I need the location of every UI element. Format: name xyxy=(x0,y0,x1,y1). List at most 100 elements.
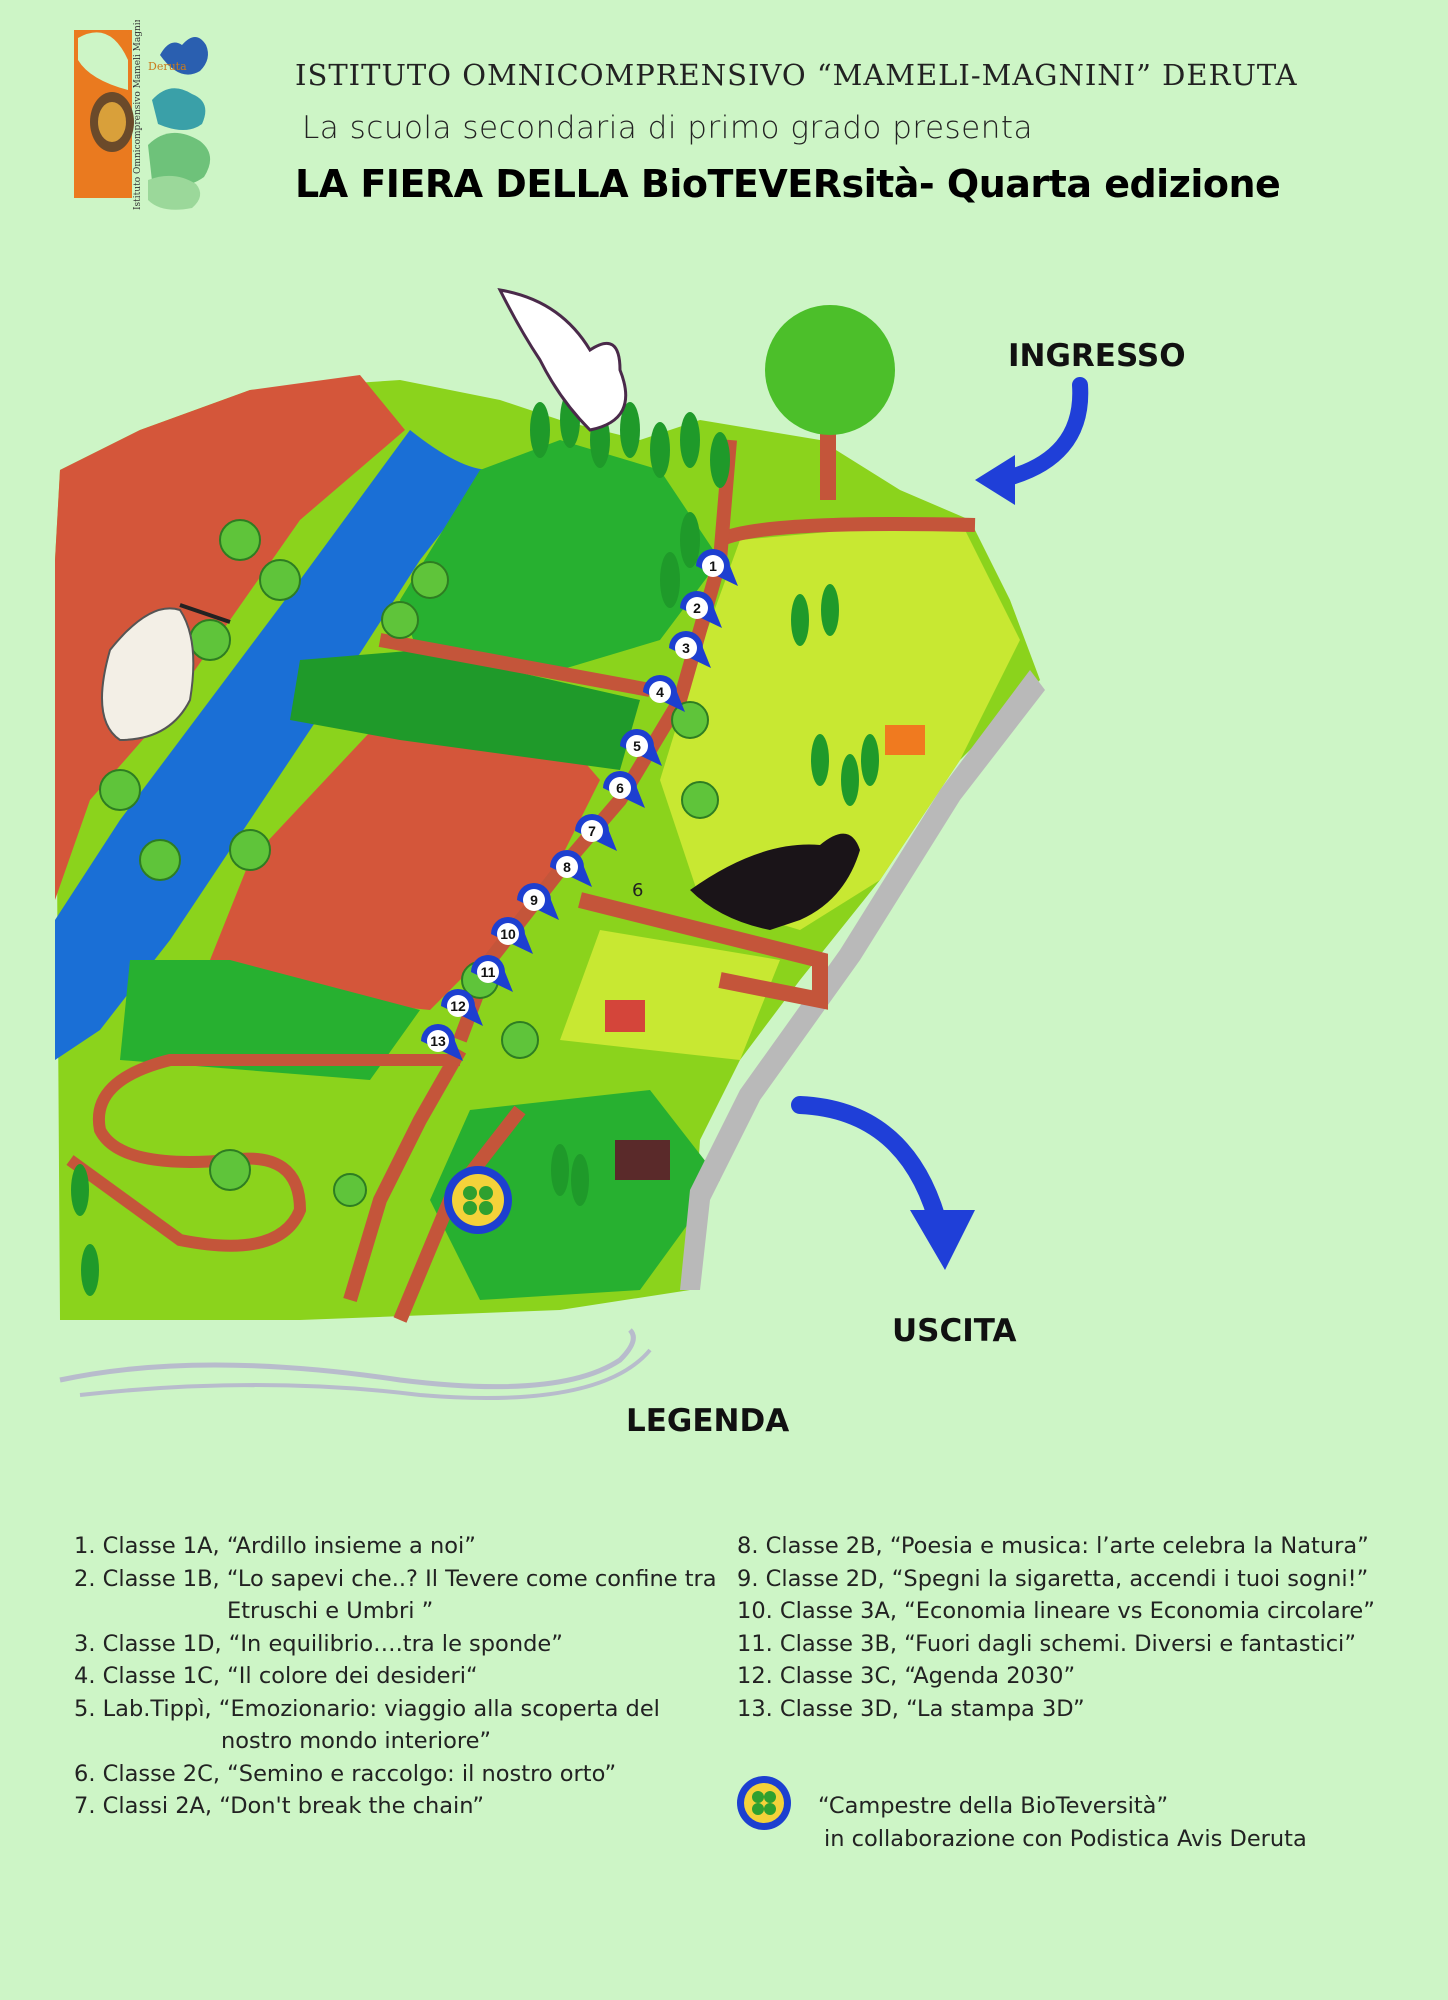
pin-number: 9 xyxy=(530,892,538,908)
school-logo: Istituto Omnicomprensivo Mameli Magnini … xyxy=(74,20,211,210)
stork xyxy=(101,607,195,742)
campestre-map-badge xyxy=(444,1166,512,1234)
pin-inner xyxy=(556,856,578,878)
pin-inner xyxy=(581,820,603,842)
logo-cutout xyxy=(78,32,128,90)
pin-number: 2 xyxy=(693,600,701,616)
campestre-title: “Campestre della BioTeversità” xyxy=(818,1793,1169,1819)
legend-item-continuation: Etruschi e Umbri ” xyxy=(227,1598,434,1624)
pin-number: 5 xyxy=(633,738,641,754)
pine-forest xyxy=(71,392,879,1296)
swoosh-1 xyxy=(59,1328,636,1390)
legend-item: 10. Classe 3A, “Economia lineare vs Econ… xyxy=(737,1598,1375,1624)
entrance-label: INGRESSO xyxy=(1008,338,1186,374)
pin-inner xyxy=(447,995,469,1017)
house-orange xyxy=(885,725,925,755)
exit-arrow-head xyxy=(910,1210,975,1270)
stork-beak xyxy=(179,603,231,624)
legend-left-column: 1. Classe 1A, “Ardillo insieme a noi” 2.… xyxy=(74,1530,717,1823)
house-red xyxy=(605,1000,645,1032)
station-pin-2[interactable]: 2 xyxy=(680,591,722,628)
path-lower xyxy=(343,1046,467,1303)
pin-inner xyxy=(497,923,519,945)
path-top xyxy=(716,517,976,547)
legend-item: 8. Classe 2B, “Poesia e musica: l’arte c… xyxy=(737,1533,1369,1559)
station-pin-8[interactable]: 8 xyxy=(550,850,592,887)
pin-inner xyxy=(626,735,648,757)
event-title: LA FIERA DELLA BioTEVERsità- Quarta ediz… xyxy=(295,162,1281,206)
legend-item-continuation: nostro mondo interiore” xyxy=(221,1728,492,1754)
path-right xyxy=(578,892,828,1010)
pin-number: 12 xyxy=(450,998,466,1014)
legend-item: 12. Classe 3C, “Agenda 2030” xyxy=(737,1663,1076,1689)
pin-inner xyxy=(609,777,631,799)
pin-number: 7 xyxy=(588,823,596,839)
entrance-arrow xyxy=(992,377,1089,488)
legend-title: LEGENDA xyxy=(626,1403,790,1439)
pin-inner xyxy=(686,597,708,619)
station-pin-10[interactable]: 10 xyxy=(491,917,533,954)
presents-line: La scuola secondaria di primo grado pres… xyxy=(302,110,1034,146)
station-pin-4[interactable]: 4 xyxy=(643,675,685,712)
field-green-lower xyxy=(120,960,420,1080)
pin-inner xyxy=(427,1030,449,1052)
stray-number: 6 xyxy=(632,880,643,901)
station-pin-7[interactable]: 7 xyxy=(575,814,617,851)
pin-number: 6 xyxy=(616,780,624,796)
exit-arrow xyxy=(791,1096,949,1239)
path-cross xyxy=(378,633,652,697)
station-pin-6[interactable]: 6 xyxy=(603,771,645,808)
legend-item: 11. Classe 3B, “Fuori dagli schemi. Dive… xyxy=(737,1630,1356,1657)
legend-item: 9. Classe 2D, “Spegni la sigaretta, acce… xyxy=(737,1565,1369,1592)
legend-item: 5. Lab.Tippì, “Emozionario: viaggio alla… xyxy=(74,1695,660,1722)
blackbird xyxy=(690,833,860,930)
pin-number: 11 xyxy=(481,964,496,980)
pin-number: 3 xyxy=(682,640,690,656)
station-pin-9[interactable]: 9 xyxy=(517,883,559,920)
campestre-legend: “Campestre della BioTeversità” in collab… xyxy=(736,1775,1336,1855)
pin-inner xyxy=(649,681,671,703)
road xyxy=(680,670,1045,1290)
field-red-left xyxy=(55,375,405,900)
pin-number: 4 xyxy=(656,684,664,700)
legend-item: 3. Classe 1D, “In equilibrio….tra le spo… xyxy=(74,1630,563,1657)
legend-item: 4. Classe 1C, “Il colore dei desideri“ xyxy=(74,1663,478,1689)
logo-hand-blue xyxy=(160,37,208,75)
station-pin-11[interactable]: 11 xyxy=(471,955,513,992)
station-pin-12[interactable]: 12 xyxy=(441,989,483,1026)
station-pin-3[interactable]: 3 xyxy=(669,631,711,668)
pin-inner xyxy=(523,889,545,911)
logo-vase-decoration xyxy=(98,102,126,142)
clover-badge-icon xyxy=(737,1776,791,1830)
big-tree-crown xyxy=(765,305,895,435)
pin-number: 13 xyxy=(430,1033,446,1049)
pin-inner xyxy=(702,555,724,577)
entrance-arrow-head xyxy=(975,455,1015,505)
logo-hand-green xyxy=(148,132,211,187)
legend-item: 2. Classe 1B, “Lo sapevi che..? Il Tever… xyxy=(74,1565,717,1592)
legend-item: 7. Classi 2A, “Don't break the chain” xyxy=(74,1793,484,1819)
pin-inner xyxy=(675,637,697,659)
legend-item: 1. Classe 1A, “Ardillo insieme a noi” xyxy=(74,1533,476,1559)
logo-deruta-text: Deruta xyxy=(148,60,187,73)
station-pin-13[interactable]: 13 xyxy=(421,1024,463,1061)
station-pin-5[interactable]: 5 xyxy=(620,729,662,766)
exit-label: USCITA xyxy=(892,1313,1017,1349)
legend-item: 13. Classe 3D, “La stampa 3D” xyxy=(737,1695,1085,1722)
logo-hand-teal xyxy=(152,88,206,130)
pin-inner xyxy=(477,961,499,983)
pin-number: 10 xyxy=(500,926,516,942)
meadow-right xyxy=(660,520,1020,930)
swoosh-2 xyxy=(79,1348,652,1400)
field-green-stripe xyxy=(290,650,640,770)
legend-item: 6. Classe 2C, “Semino e raccolgo: il nos… xyxy=(74,1760,617,1787)
field-green-top xyxy=(400,440,720,670)
pin-number: 8 xyxy=(563,859,571,875)
barn xyxy=(615,1140,670,1180)
station-pin-1[interactable]: 1 xyxy=(696,549,738,586)
logo-vertical-text: Istituto Omnicomprensivo Mameli Magnini xyxy=(133,20,143,210)
logo-hand-lightgreen xyxy=(148,175,201,210)
institute-name: ISTITUTO OMNICOMPRENSIVO “MAMELI-MAGNINI… xyxy=(295,58,1298,92)
